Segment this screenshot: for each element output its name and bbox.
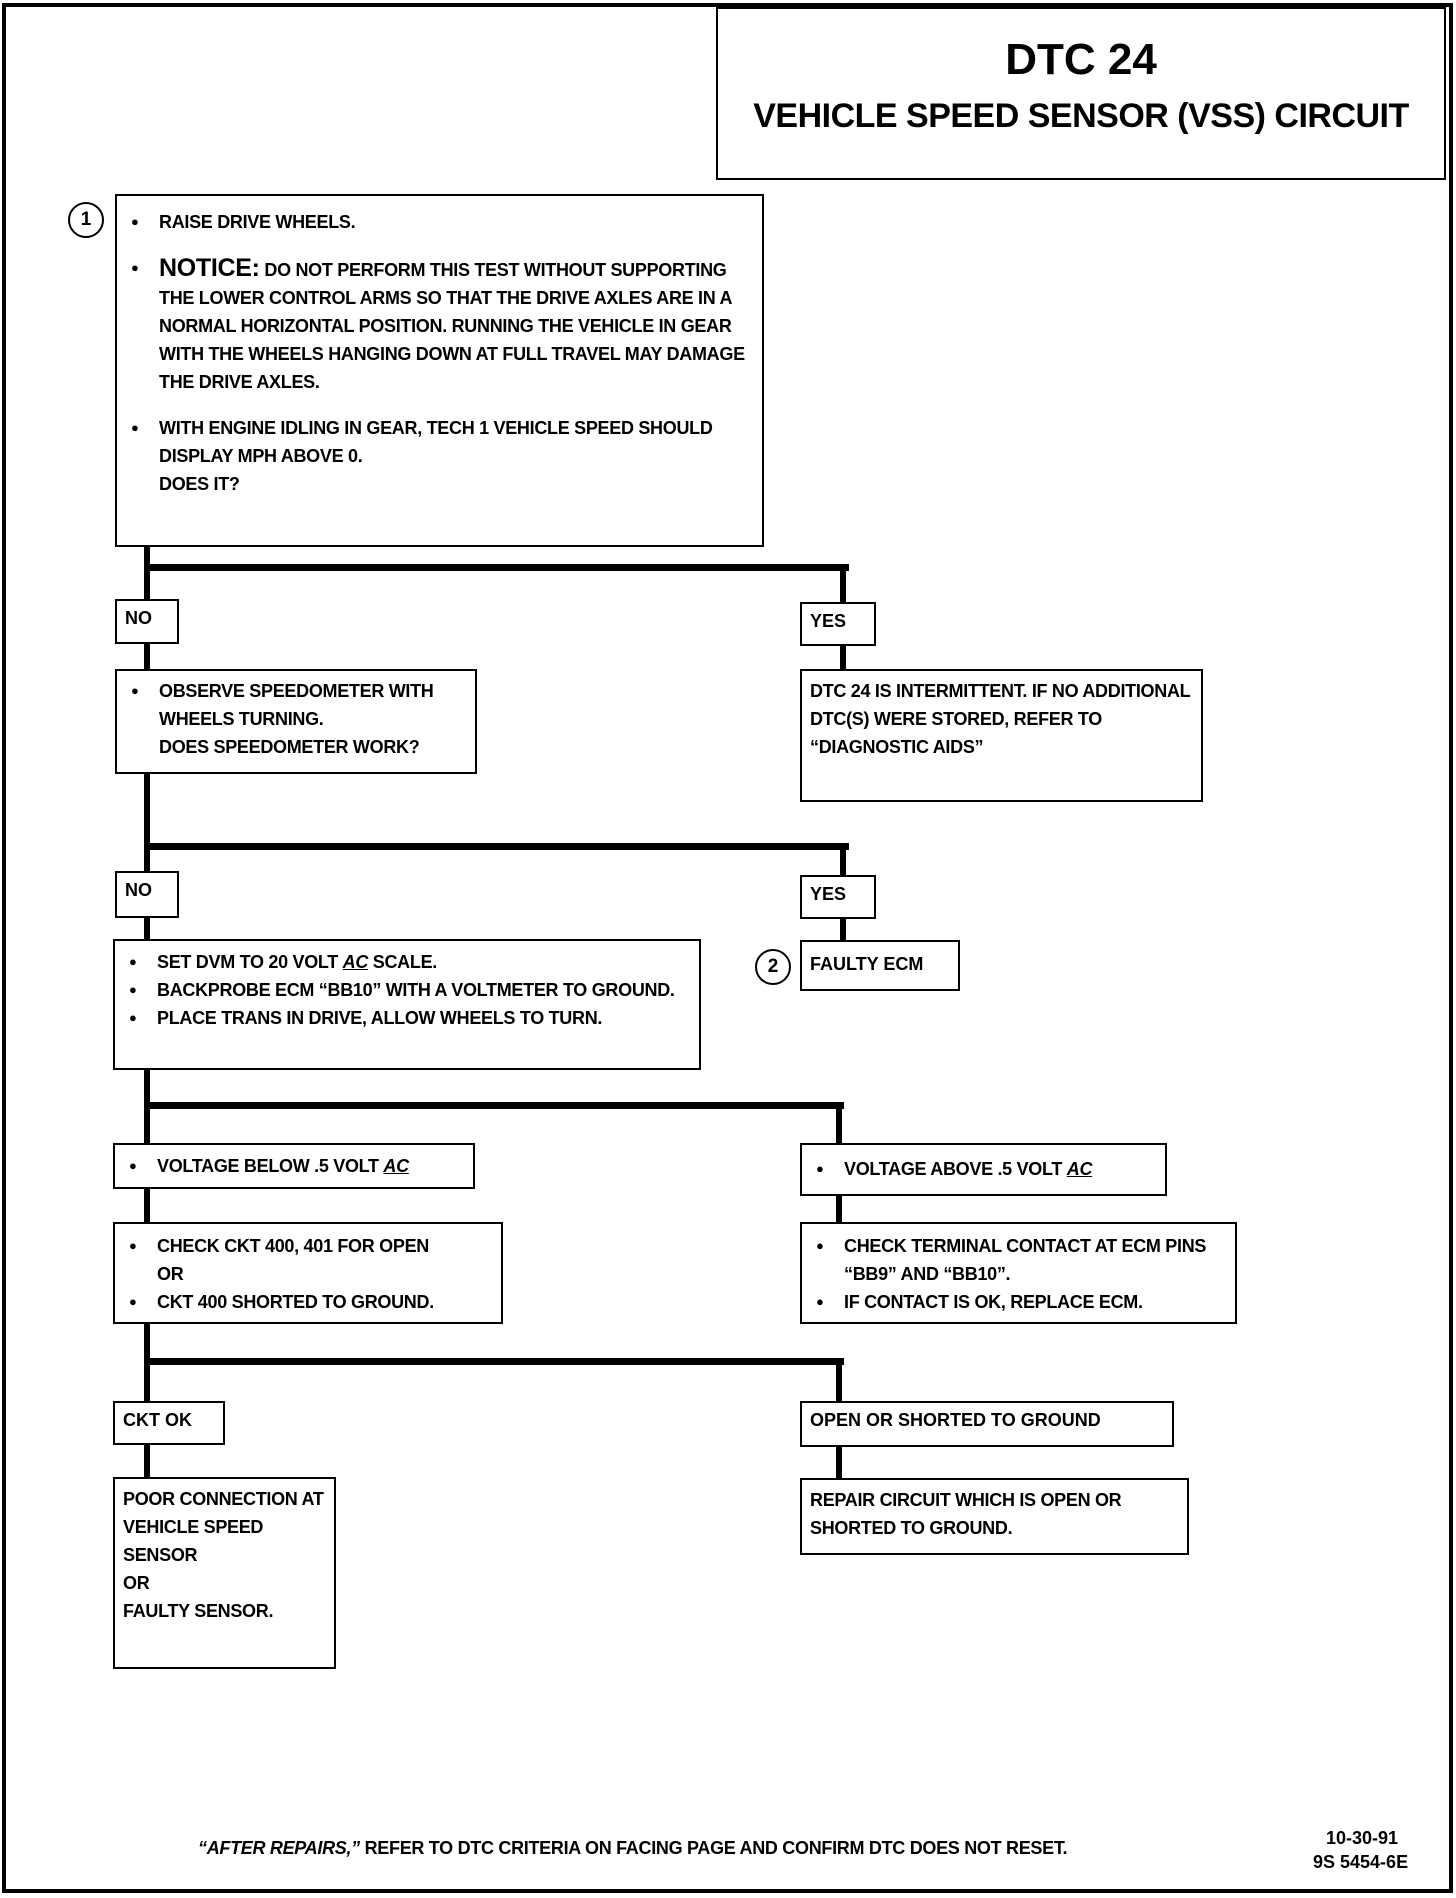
- step-marker-2: 2: [755, 949, 791, 985]
- connector: [840, 843, 846, 875]
- voltage-above-text: VOLTAGE ABOVE .5 VOLT: [844, 1159, 1067, 1179]
- connector: [144, 564, 849, 571]
- connector: [144, 1102, 844, 1109]
- connector: [840, 645, 846, 669]
- connector: [144, 546, 150, 599]
- connector: [144, 1358, 844, 1365]
- voltage-below-text: VOLTAGE BELOW .5 VOLT: [157, 1156, 384, 1176]
- dvm-box: SET DVM TO 20 VOLT AC SCALE. BACKPROBE E…: [113, 939, 701, 1070]
- yes-label-1: YES: [800, 602, 876, 646]
- poor-connection-box: POOR CONNECTION AT VEHICLE SPEED SENSOR …: [113, 1477, 336, 1669]
- connector: [840, 918, 846, 940]
- ac-text: AC: [1066, 1159, 1093, 1179]
- or-text: OR: [123, 1573, 150, 1593]
- check-terminal-box: CHECK TERMINAL CONTACT AT ECM PINS “BB9”…: [800, 1222, 1237, 1324]
- dvm-text: SET DVM TO 20 VOLT: [157, 952, 343, 972]
- poor-connection-text: POOR CONNECTION AT VEHICLE SPEED SENSOR: [123, 1489, 324, 1565]
- after-repairs: “AFTER REPAIRS,”: [198, 1838, 360, 1858]
- check-ckt-item: CKT 400 SHORTED TO GROUND.: [123, 1288, 493, 1316]
- voltage-below-item: VOLTAGE BELOW .5 VOLT AC: [123, 1152, 465, 1180]
- voltage-above-box: VOLTAGE ABOVE .5 VOLT AC: [800, 1143, 1167, 1196]
- voltage-above-item: VOLTAGE ABOVE .5 VOLT AC: [810, 1155, 1157, 1183]
- footer-code: 9S 5454-6E: [1313, 1852, 1409, 1872]
- step1-question: DOES IT?: [159, 474, 240, 494]
- dtc-code: DTC 24: [1005, 35, 1157, 84]
- no-label-2: NO: [115, 871, 179, 918]
- dvm-item: BACKPROBE ECM “BB10” WITH A VOLTMETER TO…: [123, 976, 691, 1004]
- footer-date: 10-30-91: [1326, 1828, 1399, 1848]
- check-ckt-item: CHECK CKT 400, 401 FOR OPEN OR: [123, 1232, 493, 1288]
- connector: [144, 643, 150, 669]
- dvm-item: PLACE TRANS IN DRIVE, ALLOW WHEELS TO TU…: [123, 1004, 691, 1032]
- footer-text: REFER TO DTC CRITERIA ON FACING PAGE AND…: [359, 1838, 1068, 1858]
- connector: [144, 1444, 150, 1477]
- open-shorted-label: OPEN OR SHORTED TO GROUND: [800, 1401, 1174, 1447]
- connector: [144, 773, 150, 871]
- connector: [836, 1446, 842, 1478]
- dvm-item: SET DVM TO 20 VOLT AC SCALE.: [123, 948, 691, 976]
- connector: [144, 843, 849, 850]
- connector: [836, 1102, 842, 1143]
- connector: [836, 1358, 842, 1401]
- step1-instruction: WITH ENGINE IDLING IN GEAR, TECH 1 VEHIC…: [159, 418, 713, 466]
- step-marker-1: 1: [68, 202, 104, 238]
- observe-box: OBSERVE SPEEDOMETER WITH WHEELS TURNING.…: [115, 669, 477, 774]
- title-box: DTC 24 VEHICLE SPEED SENSOR (VSS) CIRCUI…: [716, 7, 1446, 180]
- or-text: OR: [157, 1264, 184, 1284]
- dvm-text: SCALE.: [368, 952, 438, 972]
- connector: [144, 917, 150, 939]
- page-frame: [2, 3, 1453, 1893]
- connector: [836, 1195, 842, 1222]
- repair-box: REPAIR CIRCUIT WHICH IS OPEN OR SHORTED …: [800, 1478, 1189, 1555]
- voltage-below-box: VOLTAGE BELOW .5 VOLT AC: [113, 1143, 475, 1189]
- ckt-ok-label: CKT OK: [113, 1401, 225, 1445]
- notice-label: NOTICE:: [159, 254, 260, 282]
- faulty-ecm-box: FAULTY ECM: [800, 940, 960, 991]
- page-title: VEHICLE SPEED SENSOR (VSS) CIRCUIT: [753, 97, 1409, 135]
- check-terminal-item: CHECK TERMINAL CONTACT AT ECM PINS “BB9”…: [810, 1232, 1227, 1288]
- ac-text: AC: [383, 1156, 409, 1176]
- check-terminal-item: IF CONTACT IS OK, REPLACE ECM.: [810, 1288, 1227, 1316]
- footer-note: “AFTER REPAIRS,” REFER TO DTC CRITERIA O…: [198, 1838, 1068, 1859]
- intermittent-box: DTC 24 IS INTERMITTENT. IF NO ADDITIONAL…: [800, 669, 1203, 802]
- step1-box: RAISE DRIVE WHEELS. NOTICE: DO NOT PERFO…: [115, 194, 764, 547]
- connector: [840, 564, 846, 602]
- notice-item: NOTICE: DO NOT PERFORM THIS TEST WITHOUT…: [125, 254, 754, 396]
- observe-text: OBSERVE SPEEDOMETER WITH WHEELS TURNING.: [159, 681, 434, 729]
- step1-item: RAISE DRIVE WHEELS.: [125, 208, 754, 236]
- faulty-sensor-text: FAULTY SENSOR.: [123, 1601, 274, 1621]
- check-ckt-text: CHECK CKT 400, 401 FOR OPEN: [157, 1236, 429, 1256]
- yes-label-2: YES: [800, 875, 876, 919]
- connector: [144, 1188, 150, 1222]
- no-label-1: NO: [115, 599, 179, 644]
- ac-text: AC: [342, 952, 369, 972]
- notice-text: DO NOT PERFORM THIS TEST WITHOUT SUPPORT…: [159, 260, 745, 392]
- step1-item: WITH ENGINE IDLING IN GEAR, TECH 1 VEHIC…: [125, 414, 754, 498]
- check-ckt-box: CHECK CKT 400, 401 FOR OPEN OR CKT 400 SH…: [113, 1222, 503, 1324]
- observe-question: DOES SPEEDOMETER WORK?: [159, 737, 420, 757]
- observe-item: OBSERVE SPEEDOMETER WITH WHEELS TURNING.…: [125, 677, 467, 761]
